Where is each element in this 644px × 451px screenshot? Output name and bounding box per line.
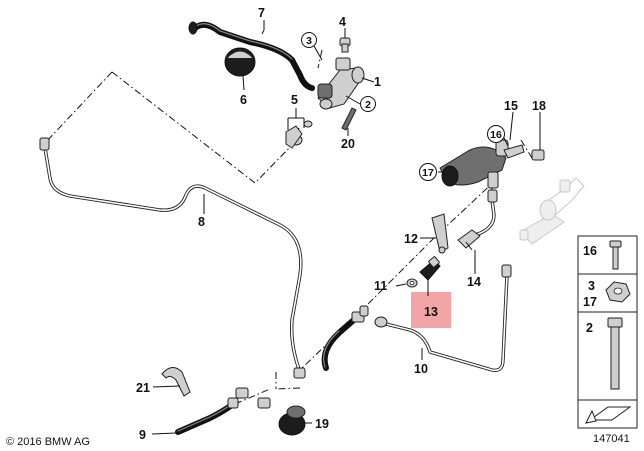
fastener-legend: 16 3 17 2: [577, 235, 638, 429]
callout-6: 6: [240, 93, 247, 107]
callout-1: 1: [374, 75, 381, 89]
pipe-10: [374, 264, 512, 372]
callout-2: 2: [365, 99, 371, 111]
callout-20: 20: [341, 137, 355, 151]
legend-box-2: [577, 311, 638, 401]
bolt-4: [339, 37, 351, 53]
ghost-gearbox: [519, 177, 585, 245]
callout-5: 5: [291, 93, 298, 107]
grommet-19: [257, 397, 306, 436]
assembly-centerlines: [44, 49, 533, 405]
bracket-12: [431, 213, 449, 254]
pipe-14: [460, 189, 498, 242]
callout-12: 12: [404, 232, 418, 246]
pipe-8: [39, 137, 306, 379]
callout-16: 16: [490, 129, 502, 141]
rod-20: [341, 107, 357, 131]
callout-3: 3: [306, 35, 312, 47]
callout-7: 7: [258, 6, 265, 20]
callout-labels: 7 4 3 1 2 6 5 20 15 18 16 17 8 12 11 13 …: [136, 6, 546, 442]
callout-2-circle: [360, 96, 376, 112]
callout-19: 19: [315, 417, 329, 431]
hose-9: [175, 387, 249, 435]
legend-label-3: 3: [588, 279, 595, 293]
bolt-icon: [609, 240, 622, 270]
legend-label-2: 2: [586, 321, 593, 335]
legend-label-17: 17: [583, 295, 597, 309]
hose-lower: [321, 305, 369, 371]
callout-4: 4: [339, 15, 346, 29]
slave-cylinder-15: [439, 139, 545, 189]
o-ring-11: [406, 278, 418, 288]
legend-label-16: 16: [583, 244, 597, 258]
copyright: © 2016 BMW AG: [6, 436, 90, 448]
callout-10: 10: [414, 362, 428, 376]
highlight-box: [411, 292, 451, 328]
valve-13: [419, 256, 441, 281]
callout-14: 14: [467, 275, 481, 289]
callout-8: 8: [198, 215, 205, 229]
bracket-21: [161, 367, 191, 397]
reservoir-cap-6: [224, 47, 256, 77]
legend-box-16: [577, 235, 638, 275]
callout-3-circle: [301, 32, 317, 48]
callout-9: 9: [139, 428, 146, 442]
clip-5: [285, 120, 313, 149]
master-cylinder-1: [317, 57, 375, 110]
callout-18: 18: [532, 99, 546, 113]
callout-21: 21: [136, 381, 150, 395]
callout-16-circle: [487, 125, 505, 143]
callout-17-circle: [419, 163, 437, 181]
callout-15: 15: [504, 99, 518, 113]
callout-17: 17: [422, 167, 434, 179]
nut-icon: [605, 281, 631, 303]
callout-13: 13: [424, 305, 438, 319]
hose-7: [188, 21, 315, 91]
long-bolt-icon: [607, 317, 623, 390]
callout-11: 11: [374, 279, 387, 293]
diagram-number: 147041: [593, 433, 630, 445]
diagram-arrow-icon: [585, 406, 632, 424]
connector-14: [457, 229, 481, 249]
